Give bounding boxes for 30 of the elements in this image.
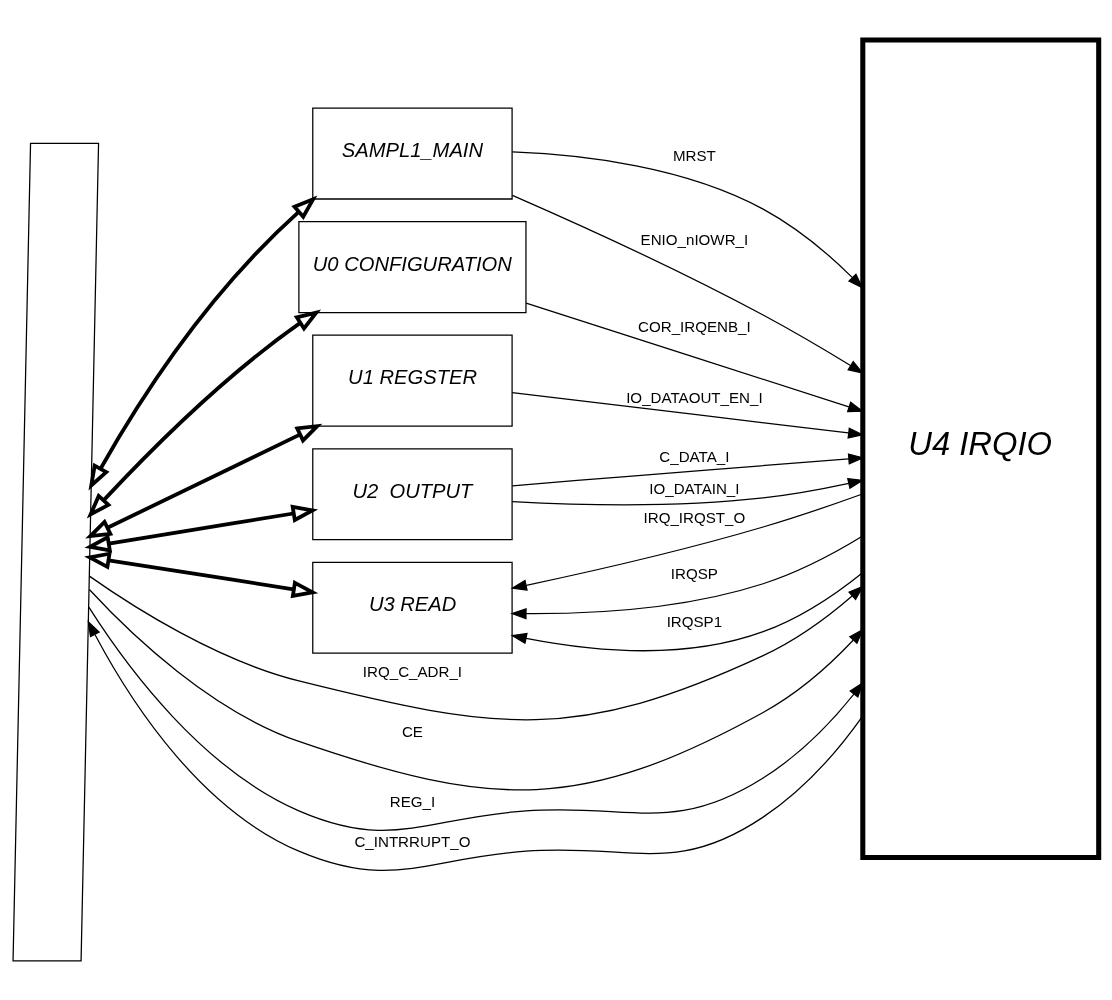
edge-label: IRQ_IRQST_O [643, 508, 746, 526]
edge-label: IO_DATAIN_I [649, 479, 740, 497]
edge-label: ENIO_nIOWR_I [640, 230, 749, 248]
node-box: U3 READ [312, 561, 513, 654]
node-box: U1 REGSTER [312, 334, 513, 427]
arrow [86, 308, 322, 518]
arrow [84, 504, 319, 553]
arrow [85, 423, 323, 539]
arrow [84, 550, 319, 598]
edge-label: IRQSP [670, 564, 718, 582]
node-box: SAMPL1_MAIN [312, 107, 513, 200]
edge-label: IRQ_C_ADR_I [362, 662, 463, 680]
edge-label: COR_IRQENB_I [638, 317, 751, 335]
edge-label: MRST [672, 146, 716, 164]
edge-label: IRQSP1 [666, 612, 723, 630]
arrow [510, 535, 863, 619]
arrow [510, 571, 863, 651]
edge-label: C_INTRRUPT_O [354, 832, 471, 850]
edge-label: CE [401, 722, 423, 740]
arrow [88, 606, 864, 831]
arrow [511, 150, 864, 289]
arrow [510, 492, 864, 591]
node-box: U2 OUTPUT [312, 447, 513, 540]
arrow [87, 619, 864, 871]
node-box: U4 IRQIO [860, 37, 1102, 860]
edge-label: C_DATA_I [659, 447, 730, 465]
arrow [88, 195, 318, 490]
node-box: U0 CONFIGURATION [298, 220, 527, 313]
edge-label: IO_DATAOUT_EN_I [626, 388, 763, 406]
edge-label: REG_I [389, 792, 436, 810]
